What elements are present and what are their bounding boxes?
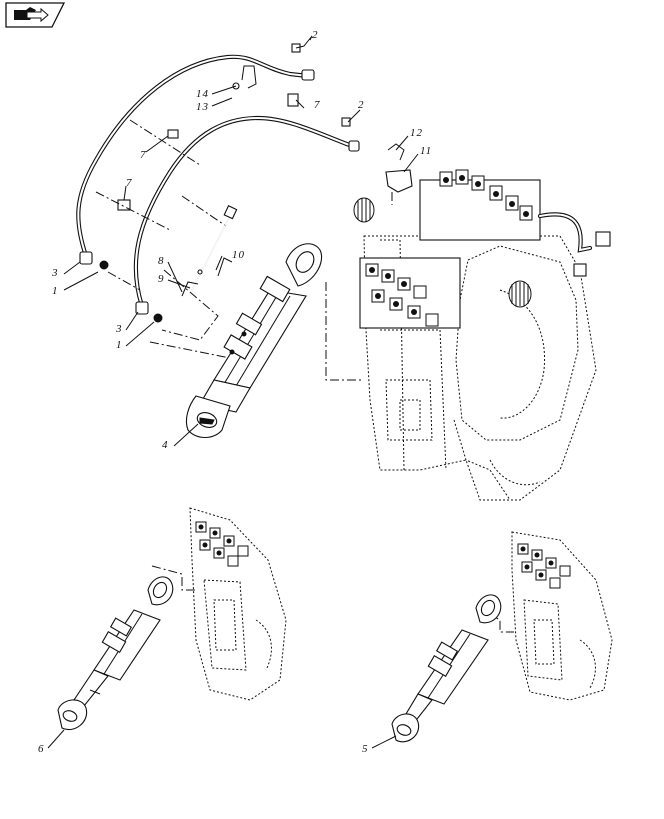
transmission-housing-main xyxy=(353,143,611,501)
callout-7c: 7 xyxy=(126,177,133,189)
hydraulic-cylinder-left xyxy=(57,576,174,730)
callout-2a: 2 xyxy=(312,29,319,41)
callout-7a: 7 xyxy=(314,99,321,111)
hydraulic-hoses xyxy=(76,43,360,323)
callout-10: 10 xyxy=(232,249,245,261)
hydraulic-cylinder-right xyxy=(391,594,502,743)
callout-1a: 1 xyxy=(52,285,59,297)
callout-8: 8 xyxy=(158,255,165,267)
callout-9: 9 xyxy=(158,273,165,285)
callout-5: 5 xyxy=(362,743,369,755)
callout-labels: 2 14 13 7 2 12 11 7 7 10 8 9 3 1 3 1 4 6… xyxy=(38,29,432,755)
housing-variant-right xyxy=(511,531,613,701)
callout-11: 11 xyxy=(420,145,432,157)
hydraulic-cylinder-main xyxy=(185,243,322,439)
control-valve-stack xyxy=(353,143,611,329)
callout-6: 6 xyxy=(38,743,45,755)
housing-variant-left xyxy=(189,507,287,701)
callout-4: 4 xyxy=(162,439,169,451)
book-arrow-icon xyxy=(14,7,49,23)
callout-14: 14 xyxy=(196,88,209,100)
nav-back-button[interactable] xyxy=(5,2,66,28)
callout-3b: 3 xyxy=(115,323,123,335)
callout-2b: 2 xyxy=(358,99,365,111)
callout-3a: 3 xyxy=(51,267,59,279)
lift-rod xyxy=(181,205,238,297)
callout-leaders xyxy=(47,35,419,749)
callout-13: 13 xyxy=(196,101,209,113)
callout-1b: 1 xyxy=(116,339,123,351)
callout-12: 12 xyxy=(410,127,423,139)
callout-7b: 7 xyxy=(140,149,147,161)
